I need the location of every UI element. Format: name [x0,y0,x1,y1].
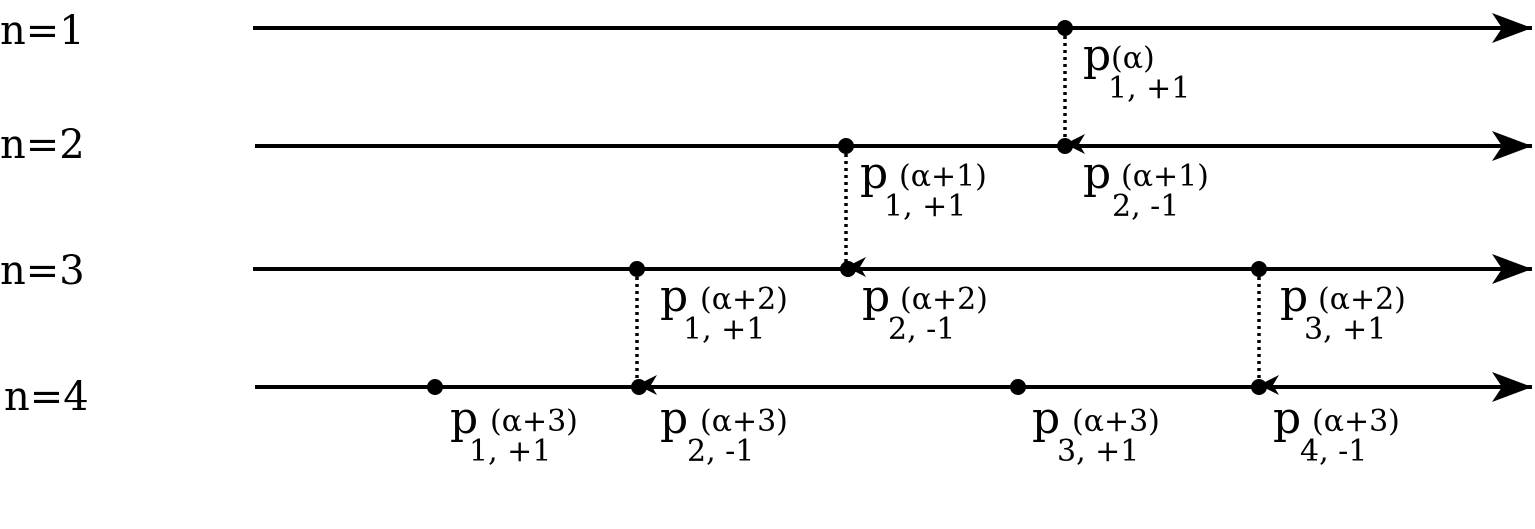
svg-text:(α+3): (α+3) [1072,404,1160,439]
svg-text:(α): (α) [1111,41,1155,76]
point-n4-4 [1251,379,1267,395]
point-n4-2 [631,379,647,395]
svg-text:2, -1: 2, -1 [888,312,955,347]
point-label-n2-1: p (α+1) 1, +1 [860,148,987,224]
point-label-n4-4: p (α+3) 4, -1 [1273,393,1400,469]
svg-text:(α+1): (α+1) [899,159,987,194]
point-n2-1 [838,138,854,154]
svg-text:4, -1: 4, -1 [1300,434,1367,469]
point-label-n3-2: p (α+2) 2, -1 [862,271,988,347]
svg-text:p: p [1280,271,1308,322]
point-label-n2-2: p (α+1) 2, -1 [1083,148,1209,224]
svg-text:(α+2): (α+2) [700,282,788,317]
svg-text:p: p [1032,393,1060,444]
svg-text:(α+1): (α+1) [1121,159,1209,194]
svg-text:p: p [660,271,688,322]
svg-text:(α+3): (α+3) [700,404,788,439]
svg-text:1, +1: 1, +1 [884,189,966,224]
point-label-n1-1: p (α) 1, +1 [1083,30,1190,106]
point-n3-2 [840,261,856,277]
point-label-n4-1: p (α+3) 1, +1 [450,393,578,469]
svg-text:(α+2): (α+2) [1318,282,1406,317]
svg-text:1, +1: 1, +1 [469,434,551,469]
svg-text:1, +1: 1, +1 [1108,71,1190,106]
svg-text:3, +1: 3, +1 [1057,434,1139,469]
svg-text:p: p [450,393,478,444]
point-n4-3 [1010,379,1026,395]
row-label-n4: n=4 [4,374,89,420]
svg-text:p: p [862,271,890,322]
svg-text:2, -1: 2, -1 [687,434,754,469]
point-label-n4-3: p (α+3) 3, +1 [1032,393,1160,469]
svg-text:(α+2): (α+2) [900,282,988,317]
point-n2-2 [1057,138,1073,154]
svg-text:2, -1: 2, -1 [1112,189,1179,224]
svg-text:(α+3): (α+3) [1312,404,1400,439]
point-n3-3 [1251,261,1267,277]
svg-text:p: p [860,148,888,199]
point-label-n3-3: p (α+2) 3, +1 [1280,271,1406,347]
point-label-n3-1: p (α+2) 1, +1 [660,271,788,347]
svg-text:3, +1: 3, +1 [1304,312,1386,347]
point-n1-1 [1057,20,1073,36]
point-n3-1 [629,261,645,277]
svg-text:p: p [1083,30,1111,81]
svg-text:p: p [660,393,688,444]
row-label-n2: n=2 [0,122,85,168]
svg-text:p: p [1083,148,1111,199]
point-n4-1 [427,379,443,395]
point-label-n4-2: p (α+3) 2, -1 [660,393,788,469]
row-label-n1: n=1 [0,8,85,54]
svg-text:1, +1: 1, +1 [683,312,765,347]
row-label-n3: n=3 [0,248,85,294]
svg-text:p: p [1273,393,1301,444]
svg-text:(α+3): (α+3) [490,404,578,439]
